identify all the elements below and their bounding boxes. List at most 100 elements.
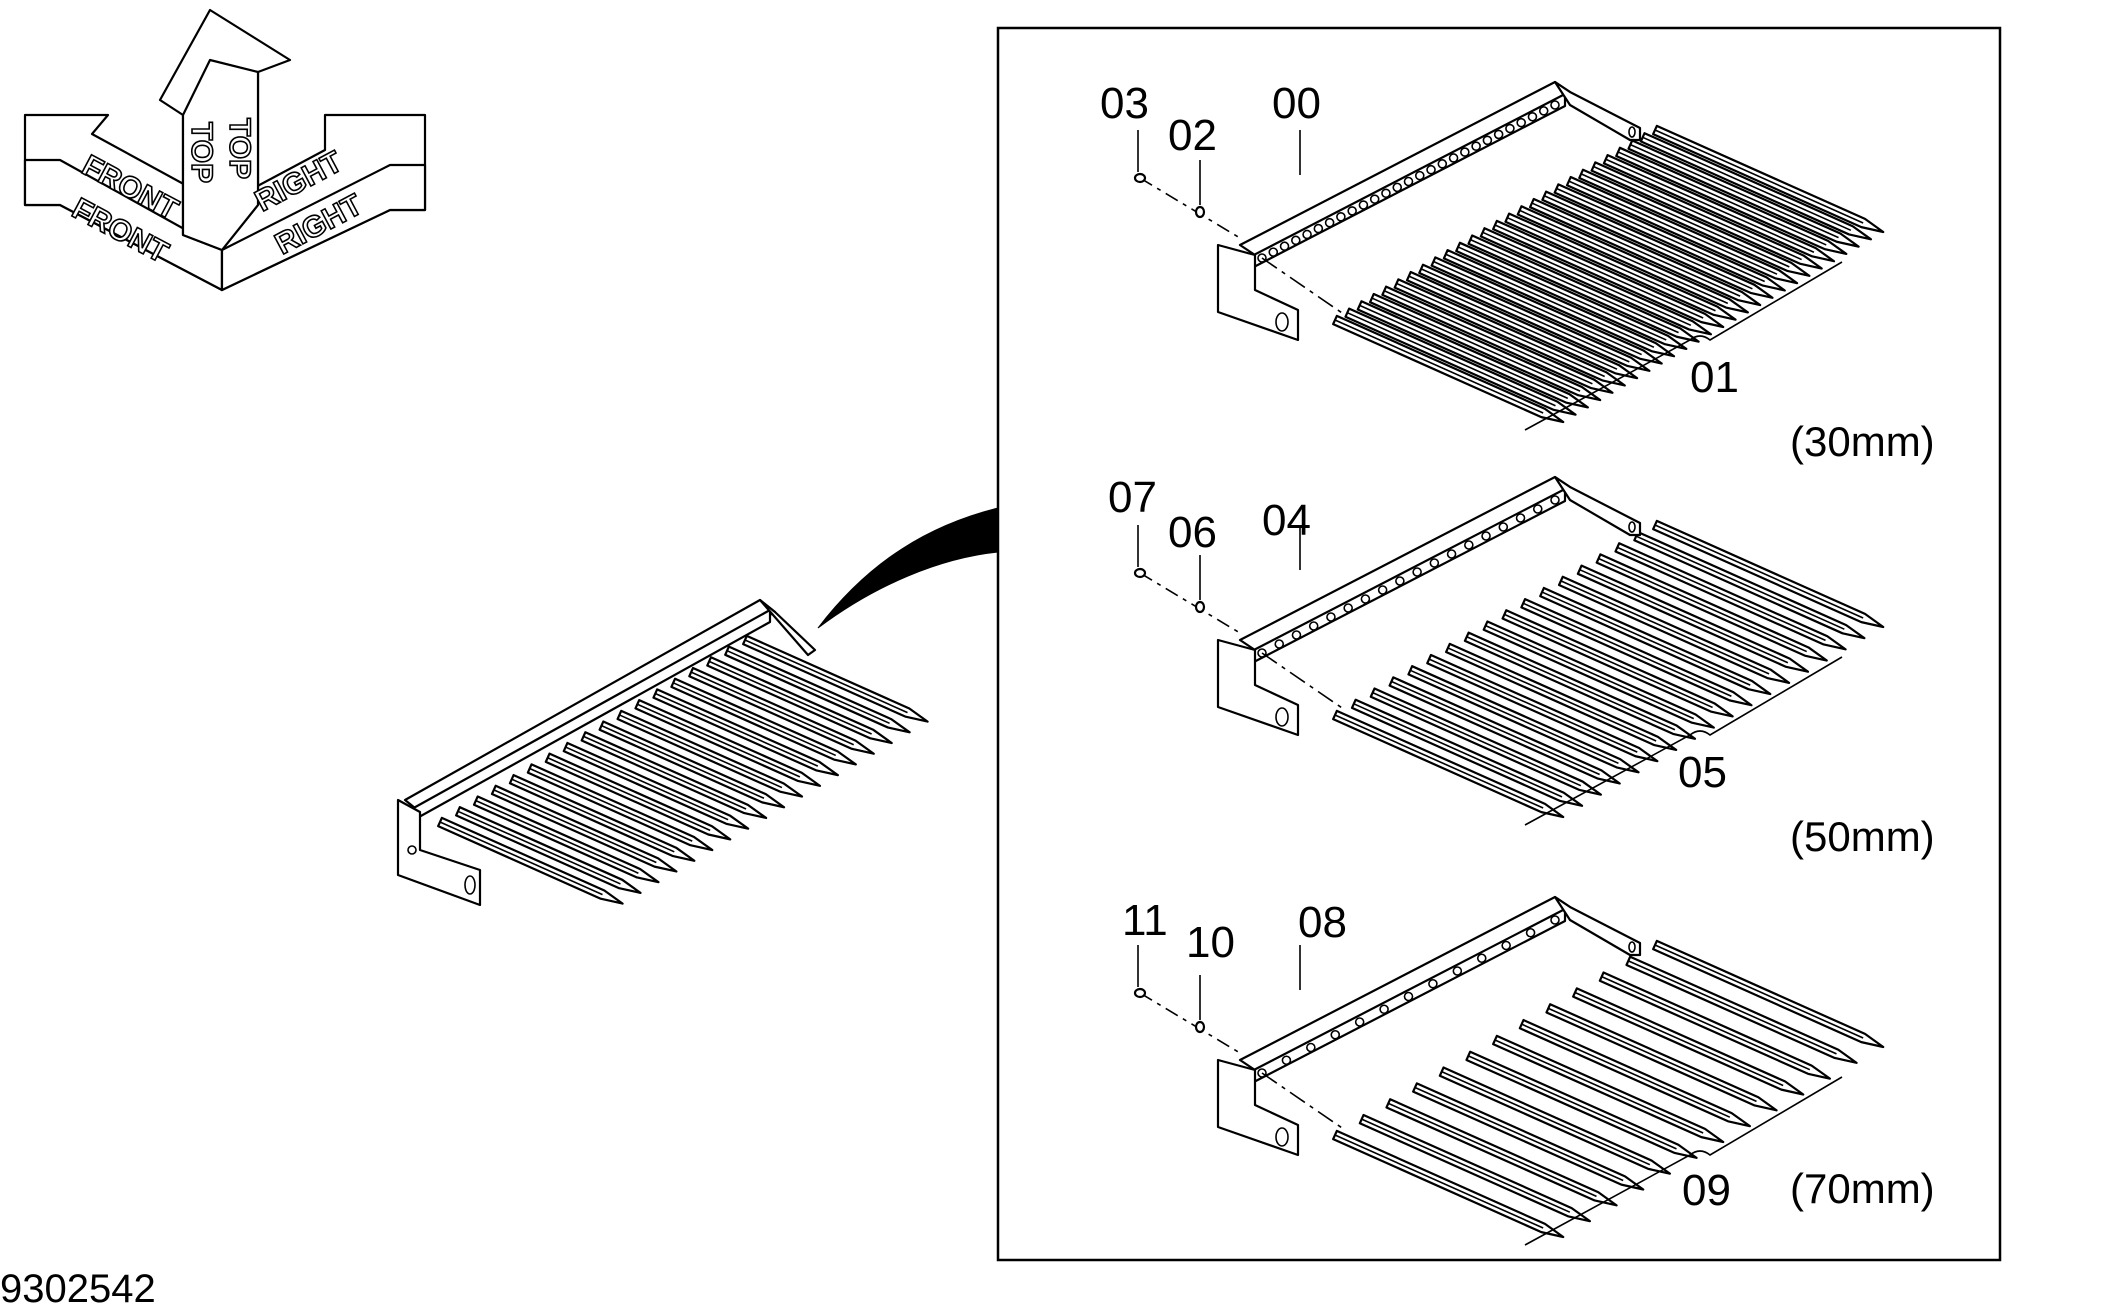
top-label-right: TOP xyxy=(223,118,256,179)
callout-10: 10 xyxy=(1186,918,1235,967)
assembly-30mm: 03 02 00 01 (30mm) xyxy=(1100,79,1935,465)
tine xyxy=(1405,270,1639,380)
tine xyxy=(1445,642,1678,752)
callout-03: 03 xyxy=(1100,79,1149,128)
callout-04: 04 xyxy=(1262,496,1311,545)
detail-link-arrow xyxy=(817,507,999,629)
callout-01: 01 xyxy=(1690,353,1739,402)
tine xyxy=(1590,161,1823,270)
tine xyxy=(1467,234,1700,343)
bolt-washer-07-06 xyxy=(1133,525,1301,634)
tine xyxy=(1385,1098,1618,1207)
tine xyxy=(1557,575,1791,684)
tine xyxy=(1565,175,1799,285)
tine xyxy=(1332,1129,1565,1239)
tine xyxy=(1652,519,1885,629)
assembly-70mm: 11 10 08 09 (70mm) xyxy=(1122,895,1935,1246)
right-arrow xyxy=(220,113,427,292)
callout-00: 00 xyxy=(1272,79,1321,128)
overview-tines xyxy=(437,634,929,905)
tine xyxy=(1482,620,1715,729)
tine xyxy=(1388,676,1621,785)
tine xyxy=(1639,132,1873,241)
tine-bar-04 xyxy=(1216,475,1642,737)
overview-tine xyxy=(634,699,822,787)
tine xyxy=(1463,631,1697,740)
assembly-50mm: 07 06 04 05 (50mm) xyxy=(1108,473,1935,860)
tine xyxy=(1614,542,1847,651)
overview-tine xyxy=(544,752,732,841)
tine xyxy=(1393,278,1626,387)
tine xyxy=(1520,598,1753,707)
spacing-30mm: (30mm) xyxy=(1790,418,1935,465)
tine xyxy=(1652,939,1885,1049)
bolt-washer-11-10 xyxy=(1133,945,1301,1054)
tine xyxy=(1516,205,1749,314)
callout-02: 02 xyxy=(1168,111,1217,160)
tine xyxy=(1442,249,1676,358)
tine xyxy=(1578,168,1811,277)
tine xyxy=(1501,609,1734,718)
tine-set-09 xyxy=(1332,939,1885,1246)
drawing-number: 9302542 xyxy=(0,1267,156,1311)
tine-set-05 xyxy=(1332,519,1885,826)
tine xyxy=(1545,1003,1778,1112)
tine xyxy=(1595,553,1828,662)
tine xyxy=(1627,139,1860,248)
tine xyxy=(1492,1034,1725,1144)
tine xyxy=(1430,256,1663,365)
top-arrow xyxy=(158,8,292,252)
tine xyxy=(1572,987,1805,1096)
tine xyxy=(1539,586,1772,696)
top-label-left: TOP xyxy=(185,122,218,183)
tine xyxy=(1465,1050,1698,1159)
tine xyxy=(1479,227,1713,336)
overview-tine xyxy=(455,806,642,894)
tine-brace xyxy=(1524,1076,1843,1246)
overview-tine xyxy=(562,741,750,830)
tine xyxy=(1598,971,1832,1080)
orientation-indicator: FRONT FRONT TOP TOP RIGHT RIGHT xyxy=(23,8,427,292)
tine xyxy=(1332,709,1565,819)
tine xyxy=(1455,241,1688,351)
overview-bar xyxy=(396,598,817,907)
callout-11: 11 xyxy=(1122,896,1168,945)
overview-tine xyxy=(670,677,857,766)
tine xyxy=(1418,263,1651,372)
spacing-50mm: (50mm) xyxy=(1790,813,1935,860)
tine xyxy=(1426,653,1659,763)
overview-tine xyxy=(742,634,929,723)
tine xyxy=(1504,212,1737,321)
overview-tine xyxy=(688,666,875,755)
overview-tine xyxy=(526,763,714,852)
tine xyxy=(1412,1082,1645,1191)
tine xyxy=(1407,665,1640,774)
bolt-washer-03-02 xyxy=(1133,130,1301,239)
spacing-70mm: (70mm) xyxy=(1790,1165,1935,1212)
tine-set-01 xyxy=(1332,124,1885,431)
front-arrow xyxy=(23,113,224,292)
tine xyxy=(1492,219,1725,329)
tine xyxy=(1381,285,1614,394)
tine xyxy=(1528,197,1762,307)
callout-07: 07 xyxy=(1108,473,1157,522)
tine xyxy=(1652,124,1885,234)
tine xyxy=(1518,1018,1752,1128)
tine xyxy=(1541,190,1774,299)
callout-06: 06 xyxy=(1168,508,1217,557)
tine xyxy=(1602,154,1836,263)
tine xyxy=(1332,314,1565,424)
overview-tine xyxy=(724,645,911,734)
overview-tine xyxy=(598,720,786,809)
tine xyxy=(1358,1113,1592,1223)
tine xyxy=(1576,564,1810,673)
callout-08: 08 xyxy=(1298,898,1347,947)
tine xyxy=(1438,1066,1672,1175)
overview-assembly xyxy=(396,598,929,907)
overview-tine xyxy=(437,816,624,905)
tine-bar-08 xyxy=(1216,895,1642,1157)
overview-tine xyxy=(490,784,678,873)
overview-tine xyxy=(580,731,768,820)
tine xyxy=(1553,183,1786,292)
